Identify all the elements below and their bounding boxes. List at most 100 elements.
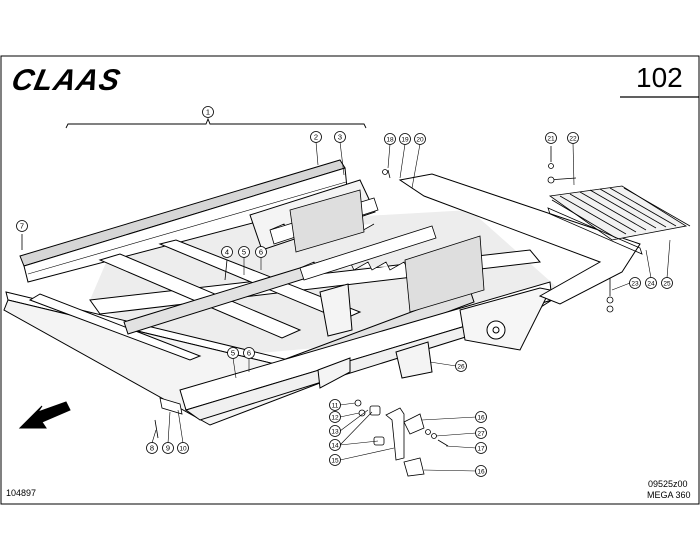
callout-1-bracket	[65, 117, 367, 129]
callout-circle	[384, 133, 396, 145]
callout-label: 5	[242, 248, 246, 257]
callout-label: 6	[259, 248, 263, 257]
callout-label: 6	[247, 349, 251, 358]
callout-6: 6	[255, 246, 267, 258]
callout-label: 15	[331, 458, 339, 465]
callout-circle	[310, 131, 322, 143]
callout-11: 11	[329, 399, 341, 411]
callout-8: 8	[146, 442, 158, 454]
callout-circle	[329, 425, 341, 437]
frame-assembly	[3, 159, 553, 426]
callout-circle	[329, 399, 341, 411]
callout-circle	[177, 442, 189, 454]
callout-circle	[475, 442, 487, 454]
callout-label: 13	[331, 429, 339, 436]
callout-18: 18	[384, 133, 396, 145]
callout-5: 5	[238, 246, 250, 258]
callout-circle	[329, 454, 341, 466]
callout-circle	[329, 439, 341, 451]
callout-label: 22	[569, 136, 577, 143]
page-number: 102	[636, 62, 683, 93]
leader-lines	[151, 141, 671, 472]
callout-21: 21	[545, 132, 557, 144]
callout-label: 9	[166, 444, 170, 453]
callout-circle	[146, 442, 158, 454]
callout-3: 3	[334, 131, 346, 143]
callout-24: 24	[645, 277, 657, 289]
callout-22: 22	[567, 132, 579, 144]
machine-model: MEGA 360	[647, 490, 691, 500]
callout-label: 26	[457, 364, 465, 371]
callout-16: 16	[475, 465, 487, 477]
callout-circle	[221, 246, 233, 258]
callout-circle	[399, 133, 411, 145]
callout-circle	[545, 132, 557, 144]
callout-7: 7	[16, 220, 28, 232]
callout-label: 27	[477, 431, 485, 438]
callout-label: 10	[179, 446, 187, 453]
callout-9: 9	[162, 442, 174, 454]
callout-label: 11	[332, 403, 339, 410]
callout-circle	[227, 347, 239, 359]
callout-23: 23	[629, 277, 641, 289]
callout-27: 27	[475, 427, 487, 439]
cover-plate	[398, 173, 641, 305]
callout-10: 10	[177, 442, 189, 454]
callout-label: 23	[631, 281, 639, 288]
callout-label: 7	[20, 222, 24, 231]
callout-2: 2	[310, 131, 322, 143]
callout-label: 18	[386, 137, 394, 144]
callout-label: 25	[663, 281, 671, 288]
callout-circle	[455, 360, 467, 372]
figure-code: 09525z00	[648, 479, 688, 489]
callout-circle	[414, 133, 426, 145]
callout-circle	[629, 277, 641, 289]
callout-label: 12	[331, 415, 339, 422]
callout-circle	[16, 220, 28, 232]
callout-5: 5	[227, 347, 239, 359]
callout-25: 25	[661, 277, 673, 289]
callout-label: 16	[477, 415, 485, 422]
callout-label: 5	[231, 349, 235, 358]
callout-circle	[475, 411, 487, 423]
callout-16: 16	[475, 411, 487, 423]
callout-circle	[475, 427, 487, 439]
callout-1: 1	[202, 106, 214, 118]
callout-label: 8	[150, 444, 154, 453]
callout-6: 6	[243, 347, 255, 359]
callout-circle	[329, 411, 341, 423]
callout-label: 14	[331, 443, 339, 450]
direction-arrow	[18, 401, 71, 429]
hardware-parts	[21, 146, 614, 477]
callout-label: 1	[206, 108, 210, 117]
brand-logo: CLAAS	[8, 64, 124, 97]
knife-bar-assembly	[269, 189, 485, 313]
callout-14: 14	[329, 439, 341, 451]
callout-circle	[334, 131, 346, 143]
callout-20: 20	[414, 133, 426, 145]
callout-label: 20	[416, 137, 424, 144]
callout-13: 13	[329, 425, 341, 437]
callout-26: 26	[455, 360, 467, 372]
callout-circle	[255, 246, 267, 258]
callout-label: 2	[314, 133, 318, 142]
callout-label: 19	[401, 137, 409, 144]
callout-12: 12	[329, 411, 341, 423]
callout-label: 16	[477, 469, 485, 476]
drawing-number: 104897	[6, 488, 37, 498]
callout-circle	[567, 132, 579, 144]
callout-label: 21	[547, 136, 555, 143]
callout-label: 17	[477, 446, 485, 453]
tine-rake	[547, 177, 691, 255]
callout-circle	[645, 277, 657, 289]
callout-circle	[238, 246, 250, 258]
page-frame	[0, 55, 700, 505]
callout-circle	[661, 277, 673, 289]
callout-4: 4	[221, 246, 233, 258]
callout-17: 17	[475, 442, 487, 454]
callout-15: 15	[329, 454, 341, 466]
callout-19: 19	[399, 133, 411, 145]
